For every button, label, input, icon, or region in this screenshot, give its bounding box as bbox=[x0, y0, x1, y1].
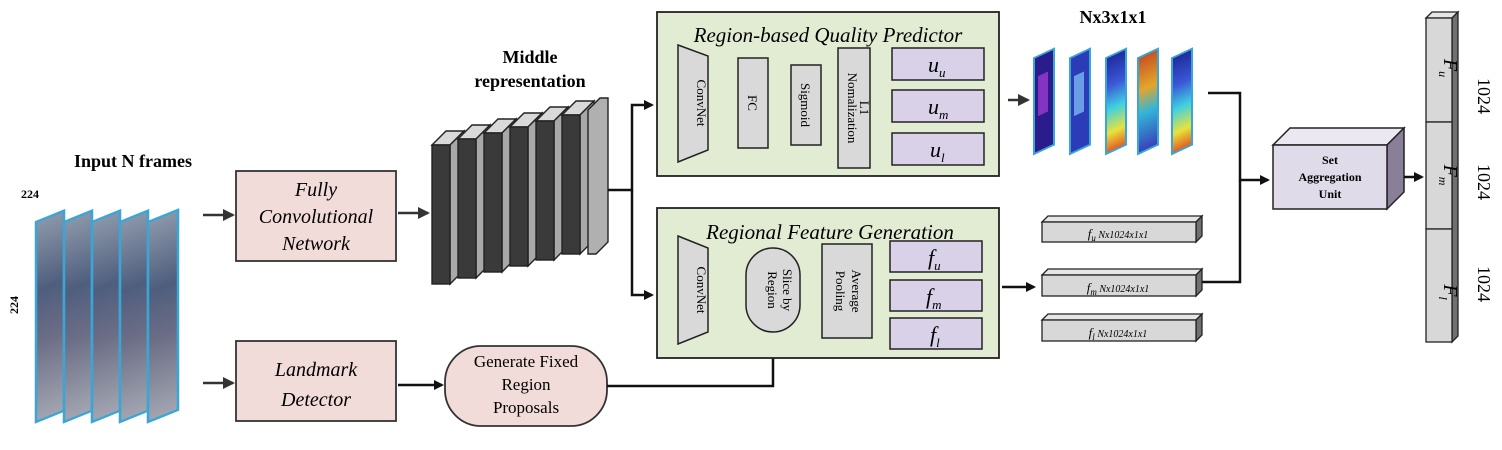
quality-l1-label-2: Nomalization bbox=[845, 73, 860, 144]
input-frame-4 bbox=[118, 208, 150, 424]
landmark-detector-box: Landmark Detector bbox=[235, 340, 397, 422]
quality-output-label: Nx3x1x1 bbox=[1080, 7, 1147, 27]
quality-convnet-label: ConvNet bbox=[694, 80, 709, 127]
quality-convnet-block bbox=[677, 43, 709, 164]
quality-l1-block bbox=[837, 47, 871, 169]
aggregation-label-2: Aggregation bbox=[1298, 170, 1361, 184]
input-frame-stack bbox=[34, 208, 180, 424]
proposals-label-2: Region bbox=[501, 375, 551, 394]
regional-f-middle-box bbox=[889, 279, 983, 312]
input-title: Input N frames bbox=[74, 151, 192, 171]
quality-u-lower: ul bbox=[930, 137, 945, 165]
regional-feature-panel: Regional Feature Generation ConvNet Slic… bbox=[656, 207, 1000, 359]
quality-u-upper: uu bbox=[928, 52, 946, 80]
quality-title: Region-based Quality Predictor bbox=[693, 23, 963, 47]
quality-score-maps bbox=[1033, 47, 1193, 156]
middle-block-7 bbox=[587, 97, 609, 255]
fcn-label-1: Fully bbox=[294, 179, 337, 201]
slice-by-region-block bbox=[745, 247, 801, 333]
regional-f-lower: fl bbox=[930, 322, 940, 350]
input-frame-3 bbox=[90, 208, 122, 424]
score-map-2 bbox=[1069, 47, 1091, 156]
middle-representation-stack bbox=[430, 97, 609, 286]
input-dim-side: 224 bbox=[7, 296, 21, 314]
quality-fc-label: FC bbox=[745, 95, 760, 111]
regional-f-upper-box bbox=[889, 240, 983, 273]
middle-label-2: representation bbox=[474, 71, 585, 91]
feature-bar-middle: fm Nx1024x1x1 bbox=[1040, 267, 1204, 298]
arrow-middle-to-regional bbox=[630, 190, 654, 300]
final-output-middle: Fm 1024 bbox=[1425, 121, 1494, 230]
region-proposals-box: Generate Fixed Region Proposals bbox=[444, 345, 608, 427]
regional-f-middle: fm bbox=[926, 284, 942, 312]
svg-text:Fu: Fu bbox=[1436, 58, 1461, 77]
svg-text:Fl: Fl bbox=[1436, 283, 1461, 300]
regional-convnet-label: ConvNet bbox=[694, 267, 709, 314]
quality-l1-label-1: L1 bbox=[857, 101, 872, 115]
quality-predictor-panel: Region-based Quality Predictor ConvNet F… bbox=[656, 11, 1000, 177]
pooling-label-1: Average bbox=[849, 269, 864, 312]
fcn-label-2: Convolutional bbox=[259, 206, 374, 228]
input-dim-top: 224 bbox=[21, 187, 39, 201]
fcn-label-3: Network bbox=[281, 233, 351, 255]
feature-label-upper: fu Nx1024x1x1 bbox=[1088, 226, 1149, 243]
svg-text:Fm: Fm bbox=[1436, 164, 1461, 186]
final-output-lower: Fl 1024 bbox=[1425, 228, 1494, 343]
aggregation-label-1: Set bbox=[1322, 153, 1338, 167]
quality-sigmoid-block bbox=[790, 64, 822, 146]
final-output-upper: Fu 1024 bbox=[1425, 17, 1494, 123]
arrow-scores-to-aggregation bbox=[1208, 91, 1270, 185]
feature-label-middle: fm Nx1024x1x1 bbox=[1087, 280, 1150, 297]
final-dim-middle: 1024 bbox=[1474, 164, 1494, 200]
proposals-label-1: Generate Fixed bbox=[474, 352, 579, 371]
proposals-label-3: Proposals bbox=[493, 398, 559, 417]
quality-u-upper-box bbox=[891, 47, 985, 81]
quality-fc-block bbox=[737, 57, 769, 149]
slice-label-1: Slice by bbox=[780, 269, 795, 312]
score-map-1 bbox=[1033, 47, 1055, 156]
feature-label-lower: fl Nx1024x1x1 bbox=[1089, 325, 1148, 342]
input-frame-2 bbox=[62, 208, 94, 424]
feature-bar-lower: fl Nx1024x1x1 bbox=[1040, 312, 1204, 343]
input-frame-5 bbox=[146, 208, 180, 424]
fcn-box: Fully Convolutional Network bbox=[235, 170, 397, 262]
score-map-5 bbox=[1171, 47, 1193, 156]
quality-u-middle: um bbox=[928, 94, 948, 122]
regional-convnet-block bbox=[677, 234, 709, 346]
input-frame-1 bbox=[34, 208, 66, 424]
regional-f-upper: fu bbox=[928, 245, 941, 273]
landmark-label-2: Detector bbox=[280, 389, 351, 411]
middle-label-1: Middle bbox=[502, 47, 557, 67]
score-map-4 bbox=[1137, 47, 1159, 156]
feature-bar-upper: fu Nx1024x1x1 bbox=[1040, 214, 1204, 244]
quality-u-lower-box bbox=[891, 132, 985, 166]
set-aggregation-unit: Set Aggregation Unit bbox=[1271, 126, 1406, 211]
arrow-middle-to-quality bbox=[608, 100, 654, 192]
final-dim-lower: 1024 bbox=[1474, 266, 1494, 302]
quality-u-middle-box bbox=[891, 89, 985, 123]
line-features-to-aggregation bbox=[1202, 180, 1242, 284]
average-pooling-block bbox=[821, 243, 873, 339]
final-output-stack: Fu 1024 Fm 1024 Fl 1024 bbox=[1424, 10, 1494, 344]
score-map-3 bbox=[1105, 47, 1127, 156]
aggregation-label-3: Unit bbox=[1319, 187, 1342, 201]
pooling-label-2: Pooling bbox=[833, 271, 848, 312]
quality-sigmoid-label: Sigmoid bbox=[798, 83, 813, 128]
regional-f-lower-box bbox=[889, 317, 983, 350]
final-dim-upper: 1024 bbox=[1474, 78, 1494, 114]
regional-title: Regional Feature Generation bbox=[705, 220, 954, 244]
landmark-label-1: Landmark bbox=[274, 359, 358, 381]
slice-label-2: Region bbox=[765, 271, 780, 309]
